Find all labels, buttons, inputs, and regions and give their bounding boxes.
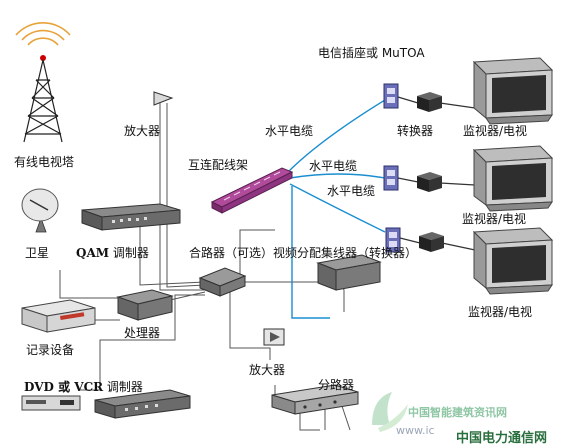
satellite-label: 卫星 [25, 246, 50, 260]
satellite-dish-icon [21, 188, 59, 233]
processor-device [116, 289, 174, 321]
horizontal-cable-label-3: 水平电缆 [327, 184, 376, 198]
telecom-outlet-icon [385, 227, 401, 253]
monitor-links [397, 96, 476, 251]
amplifier-top-label: 放大器 [124, 124, 161, 138]
qam-modulator-device [81, 203, 181, 231]
dvd-modulator-label: DVD 或 VCR 调制器 [24, 380, 143, 394]
monitor-label-3: 监视器/电视 [468, 305, 533, 319]
splitter-device [271, 384, 359, 415]
dvd-modulator-device [94, 389, 191, 419]
cable-tv-tower-icon [15, 22, 71, 143]
telecom-outlet-icon [383, 83, 399, 109]
watermark-network-name: 中国电力通信网 [456, 431, 548, 446]
monitor-icon [472, 227, 554, 295]
processor-label: 处理器 [124, 326, 161, 340]
combiner-hub-label: 合路器（可选）视频分配集线器（转换器） [189, 246, 418, 260]
telecom-outlet-label: 电信插座或 MuTOA [318, 46, 425, 60]
converter-icon [417, 172, 442, 192]
monitor-icon [472, 57, 554, 125]
horizontal-cable-label-2: 水平电缆 [309, 159, 358, 173]
qam-modulator-label: QAM 调制器 [76, 246, 149, 260]
amplifier-top-icon [153, 91, 174, 106]
horizontal-cables [287, 99, 386, 319]
amplifier-bottom-label: 放大器 [249, 363, 286, 377]
dvd-prefix: DVD 或 VCR [24, 380, 104, 394]
converter-top-label: 转换器 [397, 124, 434, 138]
splitter-label: 分路器 [318, 378, 355, 392]
dvd-suffix: 调制器 [103, 380, 143, 394]
dvd-vcr-device [21, 395, 81, 411]
telecom-outlet-icon [383, 165, 399, 191]
converter-icon [419, 232, 444, 252]
watermark-logo [372, 392, 408, 432]
cross-connect-label: 互连配线架 [188, 158, 249, 172]
qam-prefix: QAM [76, 246, 110, 260]
monitor-label-2: 监视器/电视 [462, 212, 527, 226]
cable-tower-label: 有线电视塔 [14, 155, 75, 169]
video-hub-device [198, 267, 247, 297]
amplifier-bottom-icon [263, 328, 285, 346]
recorder-device [21, 299, 96, 333]
watermark-url: www.ic [396, 424, 435, 437]
monitor-label-1: 监视器/电视 [463, 124, 528, 138]
recorder-label: 记录设备 [26, 343, 75, 357]
patch-panel-device [210, 167, 294, 214]
distribution-box-device [316, 254, 382, 291]
horizontal-cable-label-1: 水平电缆 [265, 124, 314, 138]
monitor-icon [472, 145, 554, 212]
watermark-site-name: 中国智能建筑资讯网 [408, 406, 507, 419]
converter-icon [417, 92, 442, 112]
qam-suffix: 调制器 [109, 246, 149, 260]
